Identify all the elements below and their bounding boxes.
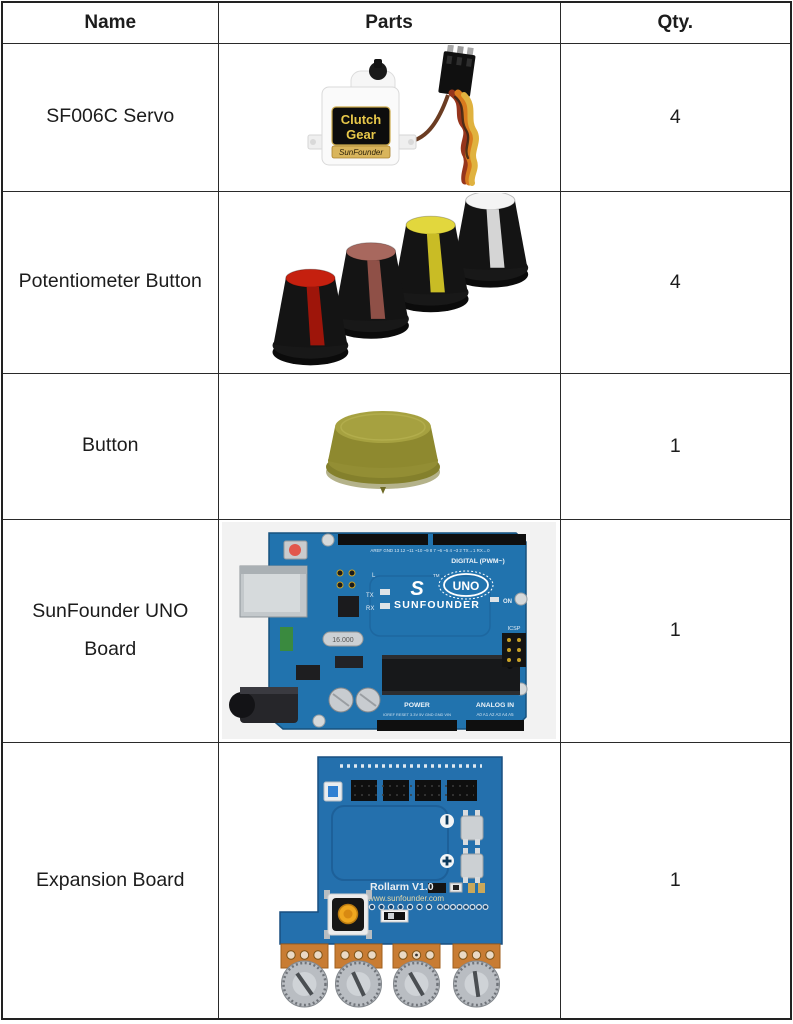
potentiometer-3 bbox=[392, 943, 441, 1008]
usb-controller-chip bbox=[338, 596, 359, 617]
expansion-board-image: Rollarm V1.0 www.sunfounder.com bbox=[279, 756, 503, 1008]
rx-label: RX bbox=[366, 606, 374, 612]
breakout-pads-right bbox=[437, 903, 489, 910]
table-row-potentiometer: Potentiometer Button bbox=[1, 190, 792, 374]
led-l-label: L bbox=[372, 573, 376, 579]
svg-text:SunFounder: SunFounder bbox=[339, 148, 383, 157]
reset-button bbox=[283, 540, 308, 560]
servo-label bbox=[331, 106, 391, 146]
part-qty: 1 bbox=[559, 741, 792, 1020]
smd-cap bbox=[468, 882, 475, 893]
svg-text:Clutch: Clutch bbox=[341, 112, 382, 127]
parts-column-header: Parts bbox=[217, 1, 561, 44]
part-name: Expansion Board bbox=[1, 741, 219, 1020]
atmega-chip bbox=[382, 655, 520, 695]
power-led bbox=[490, 597, 499, 602]
servo-power-switch-2 bbox=[460, 847, 484, 883]
part-qty: 1 bbox=[559, 372, 792, 520]
plus-icon bbox=[440, 853, 454, 868]
servo-shaft bbox=[369, 62, 387, 80]
part-qty: 1 bbox=[559, 518, 792, 743]
smd-cap bbox=[478, 882, 485, 893]
jumper-pads bbox=[336, 569, 356, 589]
power-label: POWER bbox=[404, 702, 430, 709]
brand-text: SUNFOUNDER bbox=[394, 599, 480, 611]
svg-text:16.000: 16.000 bbox=[332, 637, 354, 644]
svg-text:Gear: Gear bbox=[346, 127, 376, 142]
power-jack bbox=[229, 687, 298, 723]
board-title: Rollarm V1.0 bbox=[370, 881, 434, 893]
digital-header-right bbox=[433, 534, 526, 545]
power-indicator-icon bbox=[440, 813, 454, 828]
crystal-oscillator: 16.000 bbox=[322, 631, 364, 647]
svg-text:ICSP: ICSP bbox=[508, 626, 521, 632]
tx-label: TX bbox=[366, 593, 374, 599]
svg-text:TM: TM bbox=[433, 573, 440, 578]
smd-chip bbox=[428, 882, 446, 893]
green-component bbox=[280, 627, 293, 651]
button-cap bbox=[326, 411, 440, 494]
part-name: SunFounder UNO Board bbox=[1, 518, 219, 743]
potentiometer-2 bbox=[334, 943, 383, 1008]
usb-port bbox=[239, 565, 308, 618]
potentiometer-1 bbox=[280, 943, 329, 1008]
knob-brown bbox=[333, 242, 409, 339]
part-name: Potentiometer Button bbox=[1, 190, 219, 374]
part-name: Button bbox=[1, 372, 219, 520]
power-header bbox=[377, 720, 457, 731]
uno-model-badge: UNO bbox=[438, 570, 494, 600]
power-pin-labels: IOREF RESET 3.3V 5V GND GND VIN bbox=[383, 712, 451, 717]
capacitors bbox=[328, 687, 381, 713]
table-row-expansion-board: Expansion Board bbox=[1, 741, 792, 1020]
part-name: SF006C Servo bbox=[1, 42, 219, 192]
table-row-uno-board: SunFounder UNO Board bbox=[1, 518, 792, 743]
yellow-button-image bbox=[326, 411, 440, 494]
servo-power-switch-1 bbox=[460, 809, 484, 845]
part-qty: 4 bbox=[559, 190, 792, 374]
digital-label: DIGITAL (PWM~) bbox=[451, 558, 505, 565]
sf006c-servo-image: Clutch Gear SunFounder bbox=[307, 45, 479, 186]
servo-body: Clutch Gear SunFounder bbox=[307, 59, 417, 166]
sunfounder-logo: S TM bbox=[410, 573, 439, 600]
table-row-servo: SF006C Servo bbox=[1, 42, 792, 192]
small-ic bbox=[335, 656, 363, 668]
blue-button bbox=[323, 781, 343, 802]
slide-switch bbox=[380, 909, 409, 923]
table-row-button: Button 1 bbox=[1, 372, 792, 520]
header-row: Name Parts Qty. bbox=[1, 1, 792, 44]
part-qty: 4 bbox=[559, 42, 792, 192]
knob-white bbox=[452, 193, 529, 288]
analog-pin-labels: A0 A1 A2 A3 A4 A5 bbox=[476, 712, 514, 717]
uno-board-image: 16.000 ICSP bbox=[222, 522, 556, 739]
analog-header bbox=[466, 720, 524, 731]
analog-label: ANALOG IN bbox=[476, 702, 514, 709]
digital-pin-labels: AREF GND 13 12 ~11 ~10 ~9 8 7 ~6 ~5 4 ~3… bbox=[370, 548, 490, 553]
board-url: www.sunfounder.com bbox=[367, 894, 444, 903]
regulator bbox=[296, 665, 320, 680]
potentiometer-4 bbox=[452, 943, 501, 1008]
on-label: ON bbox=[503, 599, 512, 605]
qty-column-header: Qty. bbox=[559, 1, 792, 44]
potentiometer-knobs-image bbox=[272, 193, 529, 366]
header-pin-dots bbox=[354, 785, 474, 796]
knob-yellow bbox=[392, 215, 469, 313]
svg-text:S: S bbox=[410, 578, 424, 600]
orange-tactile-button bbox=[324, 889, 372, 939]
knob-red bbox=[272, 268, 349, 366]
servo-connector bbox=[438, 45, 476, 97]
svg-text:UNO: UNO bbox=[453, 579, 480, 593]
header-blocks bbox=[351, 779, 477, 801]
icsp-header: ICSP bbox=[502, 626, 526, 667]
digital-header-left bbox=[338, 534, 428, 545]
servo-cable-bundle bbox=[448, 89, 479, 186]
name-column-header: Name bbox=[1, 1, 219, 44]
